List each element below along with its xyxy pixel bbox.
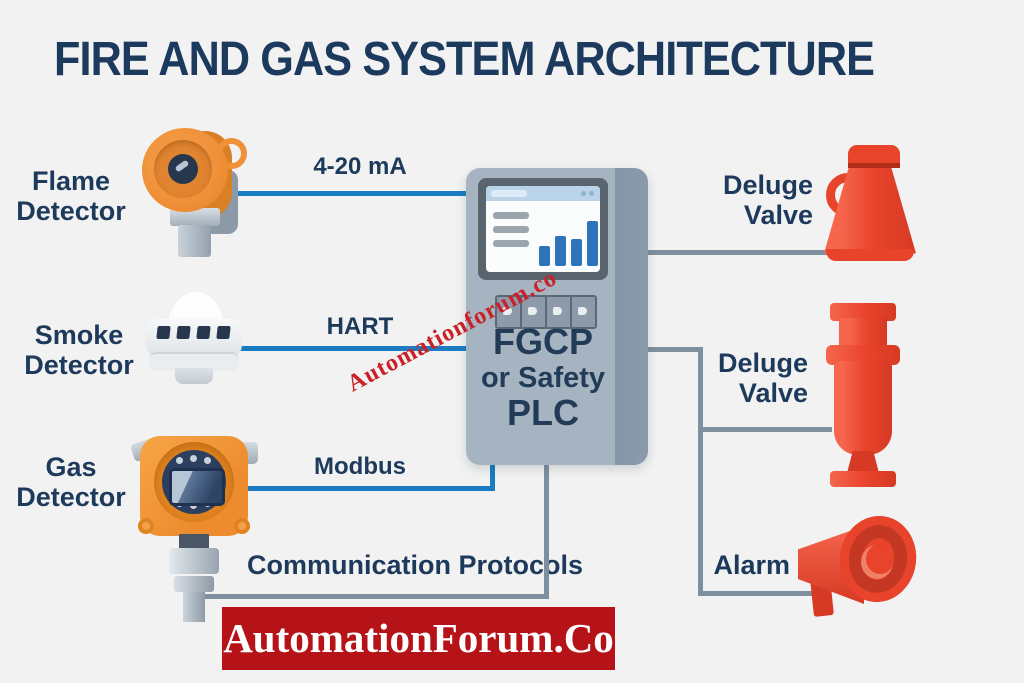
line-output-stub [645,347,703,352]
plc-buttons [495,295,597,329]
communication-protocols-label: Communication Protocols [246,550,584,580]
smoke-detector-icon [146,292,246,392]
page-title: FIRE AND GAS SYSTEM ARCHITECTURE [54,33,875,86]
line-to-deluge-pipe [698,427,832,432]
brand-banner: AutomationForum.Co [222,607,615,670]
line-modbus-vertical [490,460,495,490]
gas-detector-icon [129,426,258,624]
line-to-deluge-horn [645,250,829,255]
line-comm-vertical [544,462,549,599]
brand-banner-text: AutomationForum.Co [223,615,614,661]
deluge-valve-pipe-icon [826,303,900,488]
deluge-valve-1-label: Deluge Valve [722,170,813,230]
deluge-valve-horn-icon [824,145,924,265]
deluge-valve-2-label: Deluge Valve [717,348,808,408]
line-4-20ma [233,191,466,196]
plc-button [497,297,522,327]
protocol-4-20ma-label: 4-20 mA [313,153,407,180]
protocol-modbus-label: Modbus [314,453,406,480]
line-to-alarm [698,591,820,596]
alarm-megaphone-icon [798,511,922,621]
line-comm-horizontal [200,594,549,599]
smoke-detector-label: Smoke Detector [24,320,134,380]
flame-detector-icon [142,128,247,260]
alarm-label: Alarm [713,550,790,580]
line-hart [240,346,466,351]
protocol-hart-label: HART [326,313,394,340]
flame-detector-lens [168,154,198,184]
line-output-vertical [698,347,703,596]
gas-detector-display [169,468,225,506]
plc-screen [486,186,600,272]
line-modbus-horizontal [233,486,495,491]
plc-controller: FGCP or Safety PLC [466,168,648,465]
plc-label: FGCP or Safety PLC [480,321,606,433]
plc-button [547,297,572,327]
flame-detector-label: Flame Detector [16,166,126,226]
plc-button [522,297,547,327]
plc-button [572,297,595,327]
gas-detector-label: Gas Detector [16,452,126,512]
plc-screen-bezel [478,178,608,280]
